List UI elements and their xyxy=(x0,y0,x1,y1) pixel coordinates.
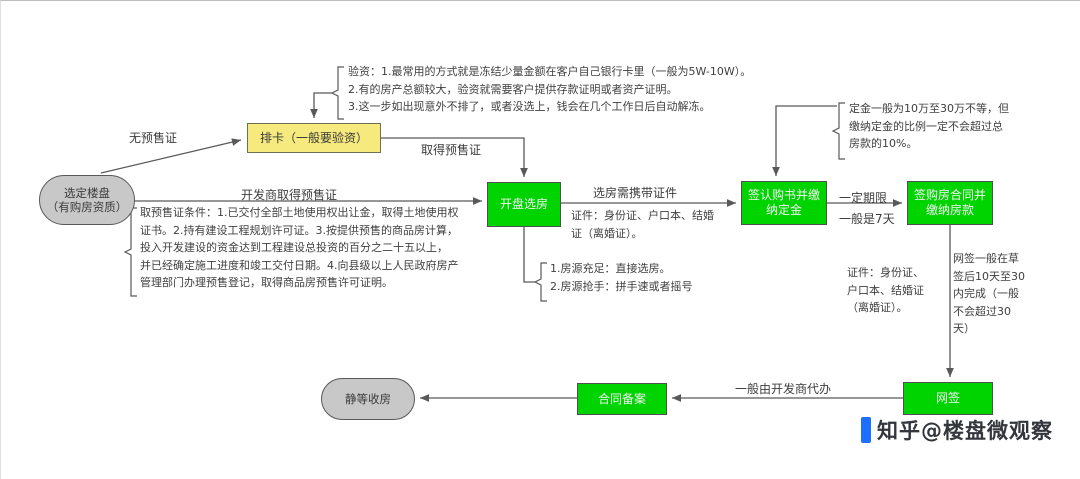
label-usually-7-days: 一般是7天 xyxy=(839,212,895,226)
connector-kaipan-to-note xyxy=(523,227,535,283)
label-fixed-period: 一定期限 xyxy=(839,191,888,205)
bracket-presale-conditions xyxy=(123,207,137,297)
note-housing-supply: 1.房源充足：直接选房。 2.房源抢手：拼手速或者摇号 xyxy=(550,262,693,293)
note-presale-conditions: 取预售证条件：1.已交付全部土地使用权出让金，取得土地使用权 证书。2.持有建设… xyxy=(140,206,459,290)
node-wait-delivery: 静等收房 xyxy=(321,378,415,420)
watermark-text: 知乎@楼盘微观察 xyxy=(877,419,1053,443)
label-bring-documents: 选房需携带证件 xyxy=(593,186,678,200)
label-no-presale-cert: 无预售证 xyxy=(129,131,178,145)
label-got-presale-cert: 取得预售证 xyxy=(421,143,482,157)
zhihu-logo-icon xyxy=(861,417,871,443)
node-opening-selection: 开盘选房 xyxy=(487,182,561,227)
node-sign-subscription-deposit: 签认购书并缴 纳定金 xyxy=(741,181,827,225)
note-capital-verification: 验资：1.最常用的方式就是冻结少量金额在客户自己银行卡里（一般为5W-10W）。… xyxy=(348,65,752,114)
watermark: 知乎@楼盘微观察 xyxy=(861,415,1053,445)
node-online-signing: 网签 xyxy=(903,382,993,415)
bracket-housing-supply xyxy=(533,262,547,302)
node-select-building: 选定楼盘 （有购房资质） xyxy=(39,175,135,225)
arrow-note-to-paika xyxy=(310,92,332,118)
note-online-sign-documents: 证件：身份证、 户口本、结婚证 （离婚证）。 xyxy=(847,266,924,315)
label-developer-got-presale-cert: 开发商取得预售证 xyxy=(241,188,338,202)
arrow-paika-to-kaipan xyxy=(381,137,528,177)
note-online-sign-time: 网签一般在草 签后10天至30 内完成（一般 不会超过30 天） xyxy=(953,252,1025,336)
arrow-deposit-note-to-rengou xyxy=(772,105,837,176)
bracket-deposit xyxy=(831,102,845,160)
label-developer-handles: 一般由开发商代办 xyxy=(735,382,832,396)
note-deposit: 定金一般为10万至30万不等，但 缴纳定金的比例一定不会超过总 房款的10%。 xyxy=(849,102,1009,151)
node-queue-card: 排卡（一般要验资） xyxy=(247,123,381,153)
node-contract-filing: 合同备案 xyxy=(577,383,667,415)
node-sign-contract-payment: 签购房合同并 缴纳房款 xyxy=(907,181,993,225)
note-selection-documents: 证件：身份证、户口本、结婚 证（离婚证）。 xyxy=(571,209,714,240)
arrow-start-to-paika xyxy=(100,138,242,174)
bracket-capital-verification xyxy=(330,66,344,120)
